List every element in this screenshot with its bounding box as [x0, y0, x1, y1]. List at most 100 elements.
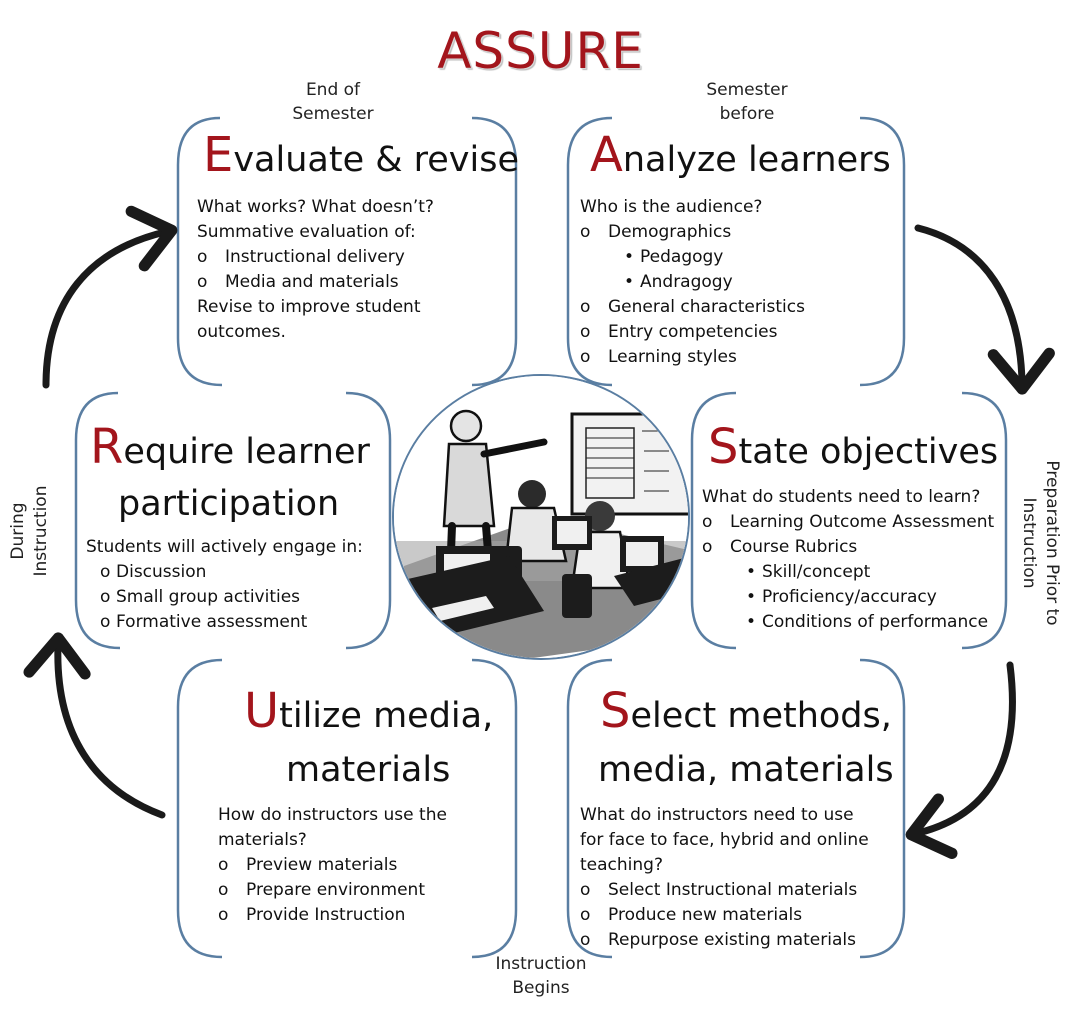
select-bracket-right: [859, 658, 906, 959]
sub-item-text: Skill/concept: [762, 562, 871, 582]
sub-item: •Andragogy: [624, 270, 900, 295]
list-item: o Prepare environment: [218, 878, 508, 903]
list-item: o Demographics: [580, 220, 900, 245]
list-item-text: General characteristics: [608, 297, 805, 317]
classroom-illustration: [392, 374, 690, 660]
list-item-text: Provide Instruction: [246, 905, 406, 925]
sub-item-text: Proficiency/accuracy: [762, 587, 937, 607]
utilize-bracket-right: [471, 658, 518, 959]
diagram-title: ASSURE: [437, 22, 644, 80]
require-title-letter: R: [90, 419, 124, 475]
evaluate-line-1: What works? What doesn’t?: [197, 197, 434, 217]
panel-state: State objectives What do students need t…: [702, 420, 1002, 635]
arrow-analyze-to-state: [914, 224, 1055, 395]
sub-item: •Conditions of performance: [746, 610, 1002, 635]
analyze-question: Who is the audience?: [580, 197, 763, 217]
bullet-marker: o: [580, 322, 591, 342]
bullet-marker: o: [100, 562, 111, 582]
evaluate-title: Evaluate & revise: [197, 128, 520, 187]
bullet-marker: o: [197, 272, 208, 292]
bullet-marker: o: [218, 905, 229, 925]
select-title-rest: elect methods,: [630, 696, 892, 736]
analyze-title: Analyze learners: [580, 128, 900, 187]
list-item: o Preview materials: [218, 853, 508, 878]
note-semester-before: Semester before: [706, 80, 788, 124]
panel-utilize: Utilize media, materials How do instruct…: [218, 684, 508, 928]
bullet-marker: o: [100, 612, 111, 632]
sub-item: •Proficiency/accuracy: [746, 585, 1002, 610]
evaluate-title-rest: valuate & revise: [233, 140, 520, 180]
bullet-marker: o: [197, 247, 208, 267]
state-bracket-left: [690, 391, 737, 650]
require-bracket-left: [74, 391, 121, 650]
analyze-title-rest: nalyze learners: [622, 140, 891, 180]
list-item-text: Learning styles: [608, 347, 737, 367]
panel-require: Require learner participation Students w…: [86, 420, 386, 635]
utilize-title-line-2: materials: [286, 750, 451, 790]
list-item-text: Small group activities: [116, 587, 301, 607]
classroom-illustration-icon: [394, 376, 688, 658]
utilize-title-letter: U: [244, 683, 280, 739]
bullet-marker: •: [746, 612, 757, 632]
bullet-marker: o: [580, 905, 591, 925]
list-item: o General characteristics: [580, 295, 900, 320]
utilize-title-line-1: Utilize media,: [218, 684, 508, 743]
state-title: State objectives: [702, 420, 1002, 479]
note-preparation: Preparation Prior to Instruction: [1019, 460, 1062, 626]
bullet-marker: o: [702, 537, 713, 557]
bullet-marker: o: [580, 930, 591, 950]
require-question: Students will actively engage in:: [86, 537, 363, 557]
require-title-line-1: Require learner: [86, 420, 386, 479]
state-title-rest: tate objectives: [738, 432, 999, 472]
list-item-text: Preview materials: [246, 855, 398, 875]
list-item: o Learning styles: [580, 345, 900, 370]
list-item: o Media and materials: [197, 270, 517, 295]
note-during-instruction: During Instruction: [8, 485, 51, 577]
utilize-question: How do instructors use the materials?: [218, 805, 447, 850]
bullet-marker: o: [580, 297, 591, 317]
evaluate-line-2: Summative evaluation of:: [197, 222, 416, 242]
list-item-text: Media and materials: [225, 272, 399, 292]
list-item: o Provide Instruction: [218, 903, 508, 928]
bullet-marker: •: [624, 247, 635, 267]
panel-select: Select methods, media, materials What do…: [580, 684, 900, 953]
select-title-line-1: Select methods,: [580, 684, 900, 743]
list-item-text: Repurpose existing materials: [608, 930, 856, 950]
analyze-bracket-left: [566, 116, 613, 387]
list-item-text: Select Instructional materials: [608, 880, 858, 900]
utilize-title-rest: tilize media,: [279, 696, 494, 736]
utilize-bracket-left: [176, 658, 223, 959]
bullet-marker: o: [702, 512, 713, 532]
sub-item: •Skill/concept: [746, 560, 1002, 585]
select-title-line-2: media, materials: [598, 750, 894, 790]
list-item: o Repurpose existing materials: [580, 928, 900, 953]
sub-item-text: Andragogy: [640, 272, 733, 292]
bullet-marker: o: [580, 222, 591, 242]
bullet-marker: o: [218, 855, 229, 875]
list-item-text: Prepare environment: [246, 880, 425, 900]
arrow-state-to-select: [905, 661, 1016, 859]
list-item-text: Demographics: [608, 222, 732, 242]
require-title-rest: equire learner: [123, 432, 370, 472]
list-item-text: Discussion: [116, 562, 207, 582]
select-question: What do instructors need to use for face…: [580, 805, 869, 875]
analyze-bracket-right: [859, 116, 906, 387]
bullet-marker: o: [100, 587, 111, 607]
bullet-marker: •: [624, 272, 635, 292]
select-bracket-left: [566, 658, 613, 959]
state-question: What do students need to learn?: [702, 487, 981, 507]
sub-item: •Pedagogy: [624, 245, 900, 270]
bullet-marker: o: [580, 347, 591, 367]
evaluate-footer: Revise to improve student outcomes.: [197, 297, 421, 342]
bullet-marker: o: [218, 880, 229, 900]
